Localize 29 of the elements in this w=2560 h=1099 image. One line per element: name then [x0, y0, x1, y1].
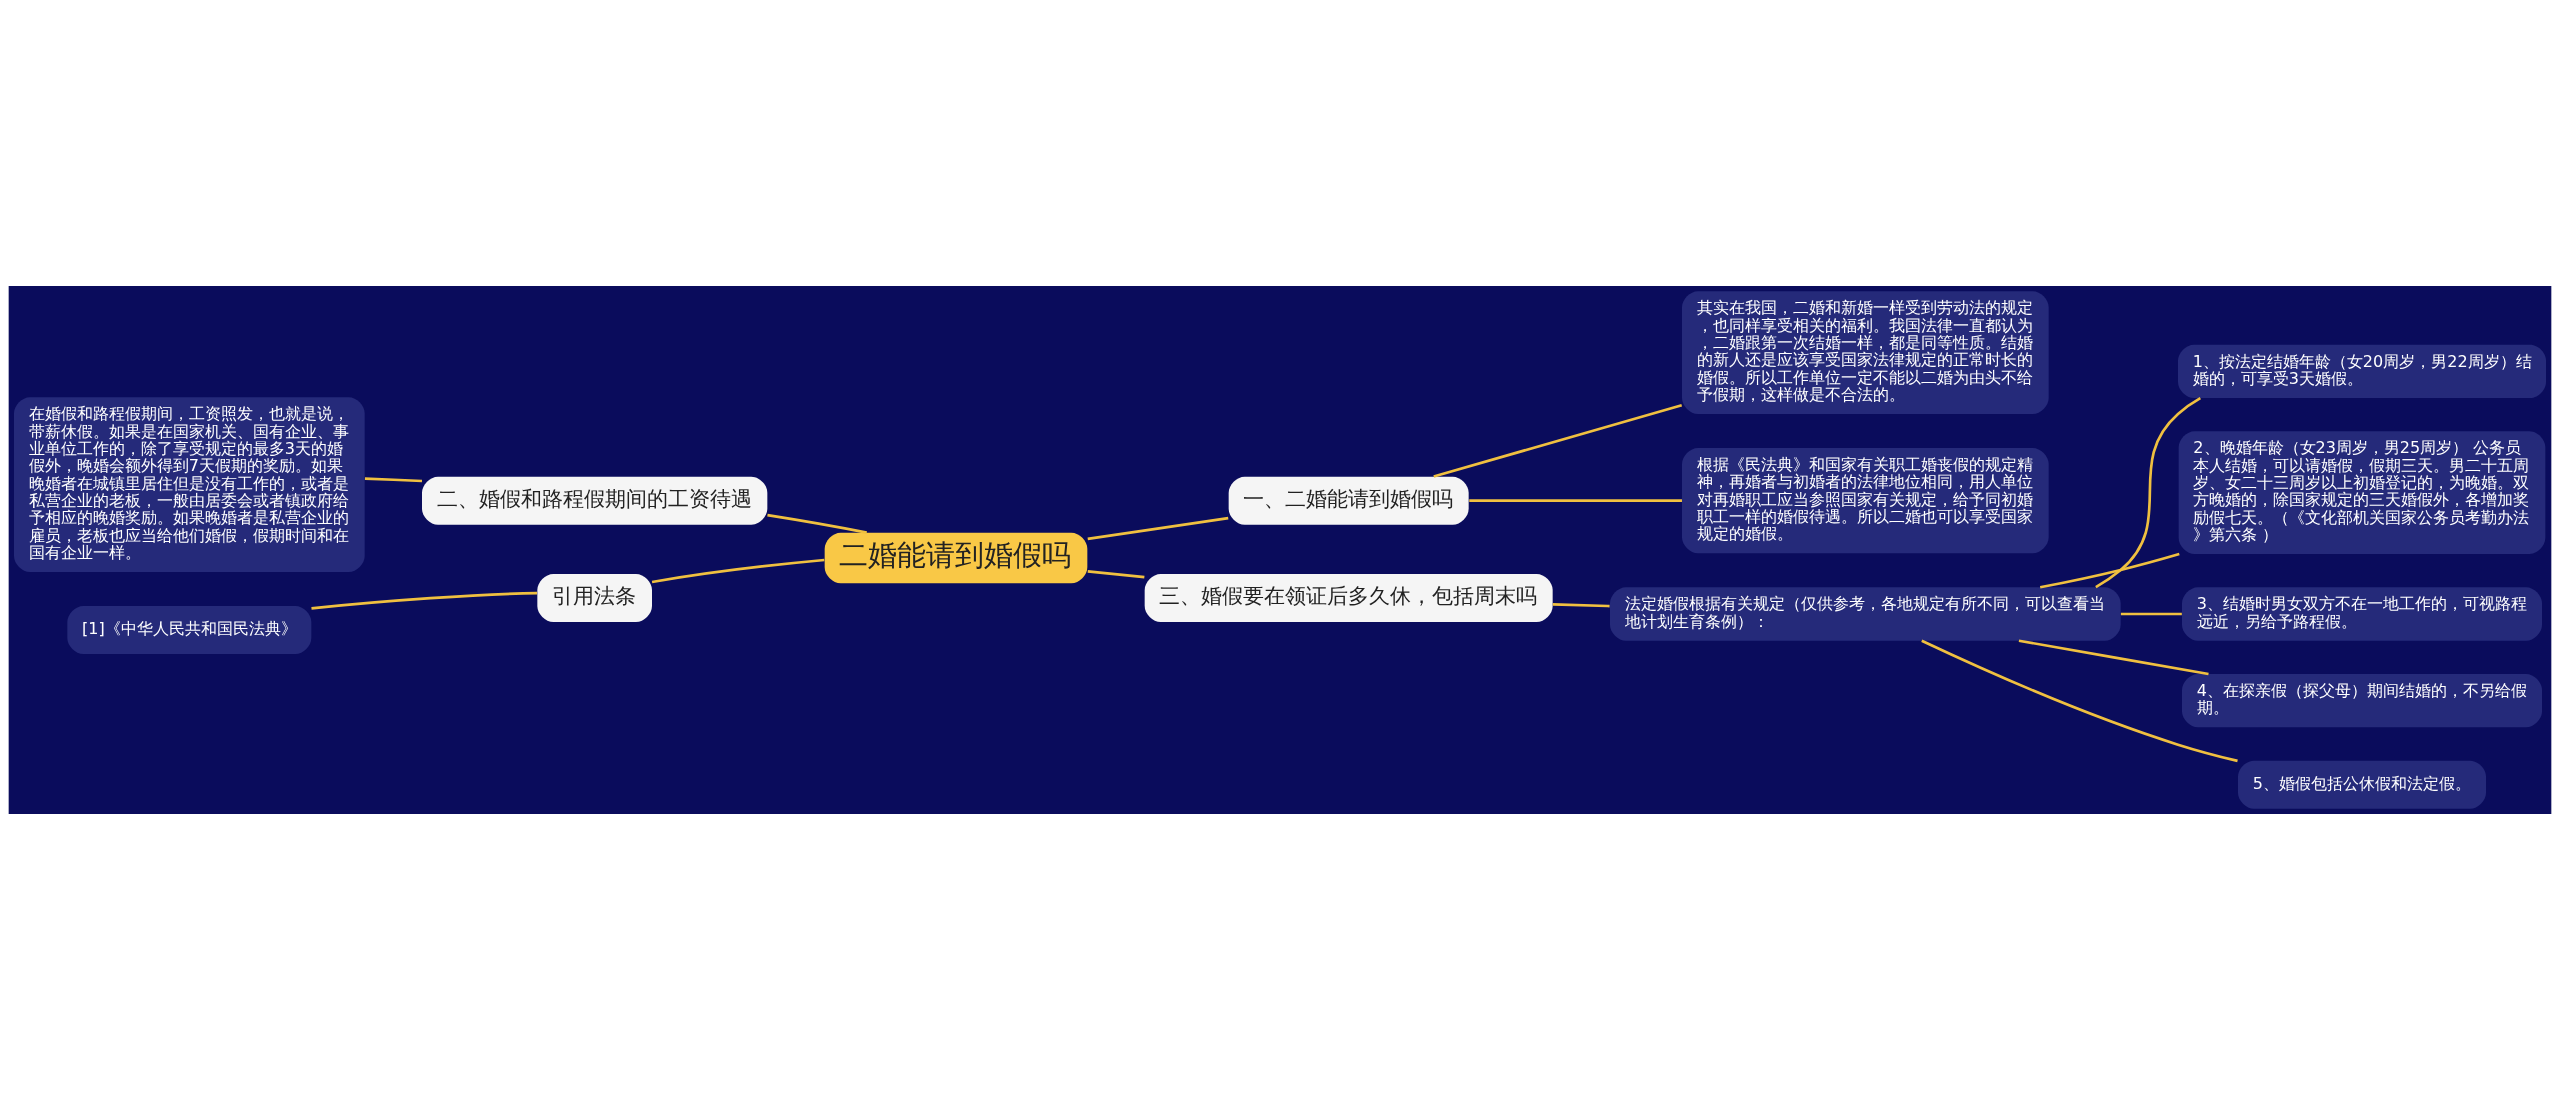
connector [1552, 602, 1610, 607]
node-box: 一、二婚能请到婚假吗 [1228, 476, 1469, 525]
node-box: 其实在我国，二婚和新婚一样受到劳动法的规定，也同样享受相关的福利。我国法律一直都认为，二婚跟第一次结婚一样，都是同等性质。结婚的新人还是应该享受国家法律规定的正常时长的婚假。所以工作单位一定不能以二婚为由头不给予假期，这样做是不合法的。 [1682, 290, 2049, 414]
connector [311, 591, 538, 610]
connector [767, 513, 867, 534]
node-box: 二、婚假和路程假期间的工资待遇 [422, 476, 768, 525]
node-box: 5、婚假包括公休假和法定假。 [2238, 760, 2486, 809]
node-box: 引用法条 [537, 573, 652, 622]
connector [1921, 639, 2238, 762]
node-box: 在婚假和路程假期间，工资照发，也就是说，带薪休假。如果是在国家机关、国有企业、事业单位工作的，除了享受规定的最多3天的婚假外，晚婚会额外得到7天假期的奖励。如果晚婚者在城镇里居住但是没有工作的，或者是私营企业的老板，一般由居委会或者镇政府给予相应的晚婚奖励。如果晚婚者是私营企业的雇员，老板也应当给他们婚假，假期时间和在国有企业一样。 [14, 396, 365, 572]
connector [1433, 403, 1683, 478]
node-box: 2、晚婚年龄（女23周岁，男25周岁） 公务员本人结婚，可以请婚假，假期三天。男二十五周岁、女二十三周岁以上初婚登记的，为晚婚。双方晚婚的，除国家规定的三天婚假外，各增加奖励假七天。（《文化部机关国家公务员考勤办法》第六条 ） [2178, 430, 2546, 554]
node-box: 3、结婚时男女双方不在一地工作的，可视路程远近，另给予路程假。 [2182, 586, 2542, 641]
connector [1087, 516, 1229, 540]
node-box: 三、婚假要在领证后多久休，包括周末吗 [1144, 573, 1553, 622]
node-box: [1]《中华人民共和国民法典》 [67, 605, 312, 654]
node-box: 根据《民法典》和国家有关职工婚丧假的规定精神，再婚者与初婚者的法律地位相同，用人单位对再婚职工应当参照国家有关规定，给予同初婚职工一样的婚假待遇。所以二婚也可以享受国家规定的婚假。 [1682, 447, 2049, 553]
connector [2018, 638, 2209, 675]
node-box: 二婚能请到婚假吗 [824, 532, 1088, 583]
connector [2120, 612, 2182, 615]
node-box: 1、按法定结婚年龄（女20周岁，男22周岁）结婚的，可享受3天婚假。 [2178, 344, 2546, 398]
connector [364, 476, 423, 482]
connector [1469, 498, 1682, 502]
connector [2039, 552, 2180, 589]
connector [2095, 396, 2201, 588]
connector [651, 558, 825, 583]
node-box: 法定婚假根据有关规定（仅供参考，各地规定有所不同，可以查看当地计划生育条例）： [1610, 586, 2121, 641]
connector [1087, 569, 1145, 578]
node-box: 4、在探亲假（探父母）期间结婚的，不另给假期。 [2182, 673, 2542, 727]
